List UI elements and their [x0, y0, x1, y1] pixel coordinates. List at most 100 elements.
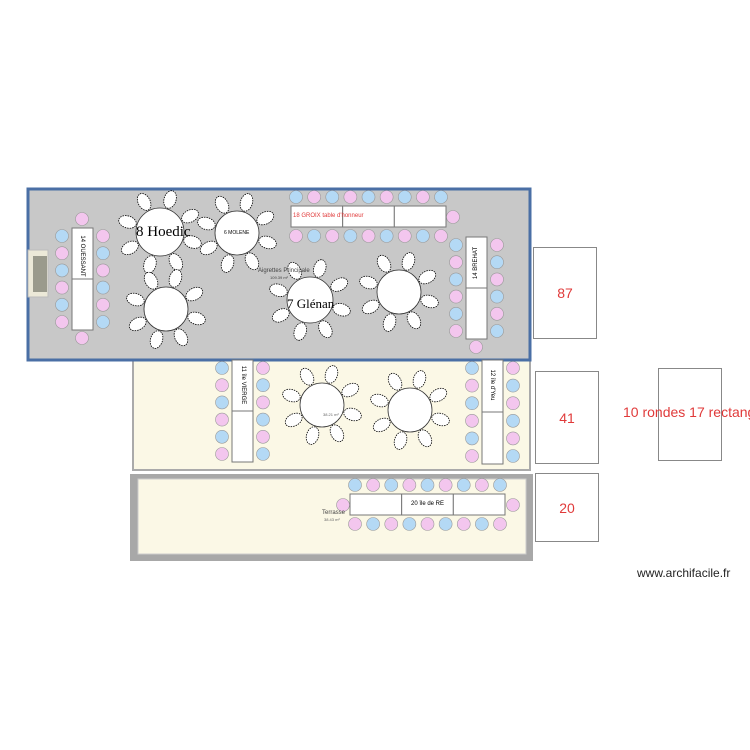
- seat: [96, 263, 110, 278]
- round-table-label-glenan: 7 Glénan: [287, 296, 335, 311]
- chair: [359, 275, 378, 290]
- seat: [348, 478, 362, 492]
- round-table[interactable]: [387, 387, 433, 433]
- chair: [401, 252, 416, 271]
- table-label-groix: 18 GROIX table d'honneur: [293, 213, 364, 219]
- round-table[interactable]: [214, 210, 260, 256]
- chair: [168, 269, 183, 288]
- round-table[interactable]: [135, 207, 185, 257]
- seat: [397, 190, 412, 204]
- seat: [420, 517, 435, 531]
- seat: [506, 431, 520, 446]
- chair: [284, 412, 303, 428]
- round-table[interactable]: [286, 276, 334, 324]
- seat: [366, 478, 380, 492]
- seat: [506, 361, 520, 375]
- chair: [318, 320, 333, 339]
- round-table[interactable]: [143, 286, 189, 332]
- seat: [493, 478, 507, 492]
- count-box-main: 87: [533, 247, 597, 339]
- chair: [256, 210, 275, 226]
- seat: [55, 297, 69, 312]
- seat: [438, 517, 453, 531]
- round-table[interactable]: [376, 269, 422, 315]
- rect-table[interactable]: [71, 278, 94, 331]
- rect-table[interactable]: [465, 287, 488, 340]
- chair: [258, 235, 277, 250]
- table-label-ouessant: 14 OUESSANT: [79, 235, 85, 277]
- chair: [305, 426, 320, 445]
- seat: [475, 517, 489, 531]
- door-panel: [33, 256, 47, 292]
- rect-table[interactable]: [452, 493, 506, 516]
- rect-table[interactable]: [393, 205, 447, 228]
- seat: [215, 429, 229, 444]
- seat: [75, 212, 89, 226]
- chair: [183, 235, 202, 249]
- seat: [256, 429, 270, 444]
- chair: [393, 431, 408, 450]
- chair: [128, 316, 147, 332]
- seat: [465, 396, 479, 411]
- seat: [343, 229, 358, 243]
- seat: [55, 263, 69, 278]
- seat: [384, 478, 399, 492]
- seat: [343, 190, 358, 204]
- seat: [96, 246, 110, 260]
- seat: [506, 413, 520, 428]
- seat: [449, 289, 463, 304]
- seat: [361, 190, 376, 204]
- seat: [490, 324, 504, 338]
- count-box-terrace: 20: [535, 473, 599, 542]
- chair: [418, 269, 437, 285]
- chair: [293, 322, 307, 341]
- chair: [412, 370, 427, 389]
- chair: [163, 190, 177, 209]
- room-name-terrace: Terrasse: [322, 510, 346, 516]
- chair: [181, 208, 199, 224]
- seat: [256, 412, 270, 427]
- seat: [490, 255, 504, 270]
- seat: [289, 229, 303, 243]
- seat: [456, 517, 471, 531]
- watermark[interactable]: www.archifacile.fr: [637, 566, 731, 580]
- seat: [456, 478, 471, 492]
- summary-box: [658, 368, 722, 461]
- rect-table[interactable]: [231, 410, 254, 463]
- chair: [406, 311, 422, 330]
- chair: [173, 328, 189, 347]
- seat: [96, 280, 110, 295]
- chair: [118, 215, 137, 229]
- seat: [490, 272, 504, 287]
- seat: [469, 340, 483, 354]
- rect-table[interactable]: [481, 411, 504, 465]
- rect-table[interactable]: [349, 493, 403, 516]
- chair: [197, 216, 216, 231]
- chair: [269, 283, 288, 297]
- chair: [382, 313, 397, 332]
- seat: [475, 478, 489, 492]
- seat: [307, 229, 321, 243]
- seat: [490, 238, 504, 252]
- chair: [187, 311, 206, 326]
- chair: [244, 252, 260, 271]
- seat: [215, 378, 229, 393]
- seat: [289, 190, 303, 204]
- seat: [402, 517, 417, 531]
- room-name-main: Aigrettes Principale: [258, 268, 310, 274]
- seat: [438, 478, 453, 492]
- chair: [299, 367, 315, 386]
- seat: [307, 190, 321, 204]
- summary-text: 10 rondes 17 rectangle: [623, 404, 750, 420]
- chair: [143, 271, 159, 290]
- seat: [416, 229, 430, 243]
- chair: [417, 429, 433, 448]
- chair: [149, 330, 164, 349]
- chair: [220, 254, 235, 273]
- seat: [336, 498, 350, 512]
- round-table[interactable]: [299, 382, 345, 428]
- chair: [372, 417, 391, 433]
- room-area-middle: 38.21 m²: [323, 412, 339, 417]
- seat: [506, 449, 520, 463]
- seat: [256, 395, 270, 410]
